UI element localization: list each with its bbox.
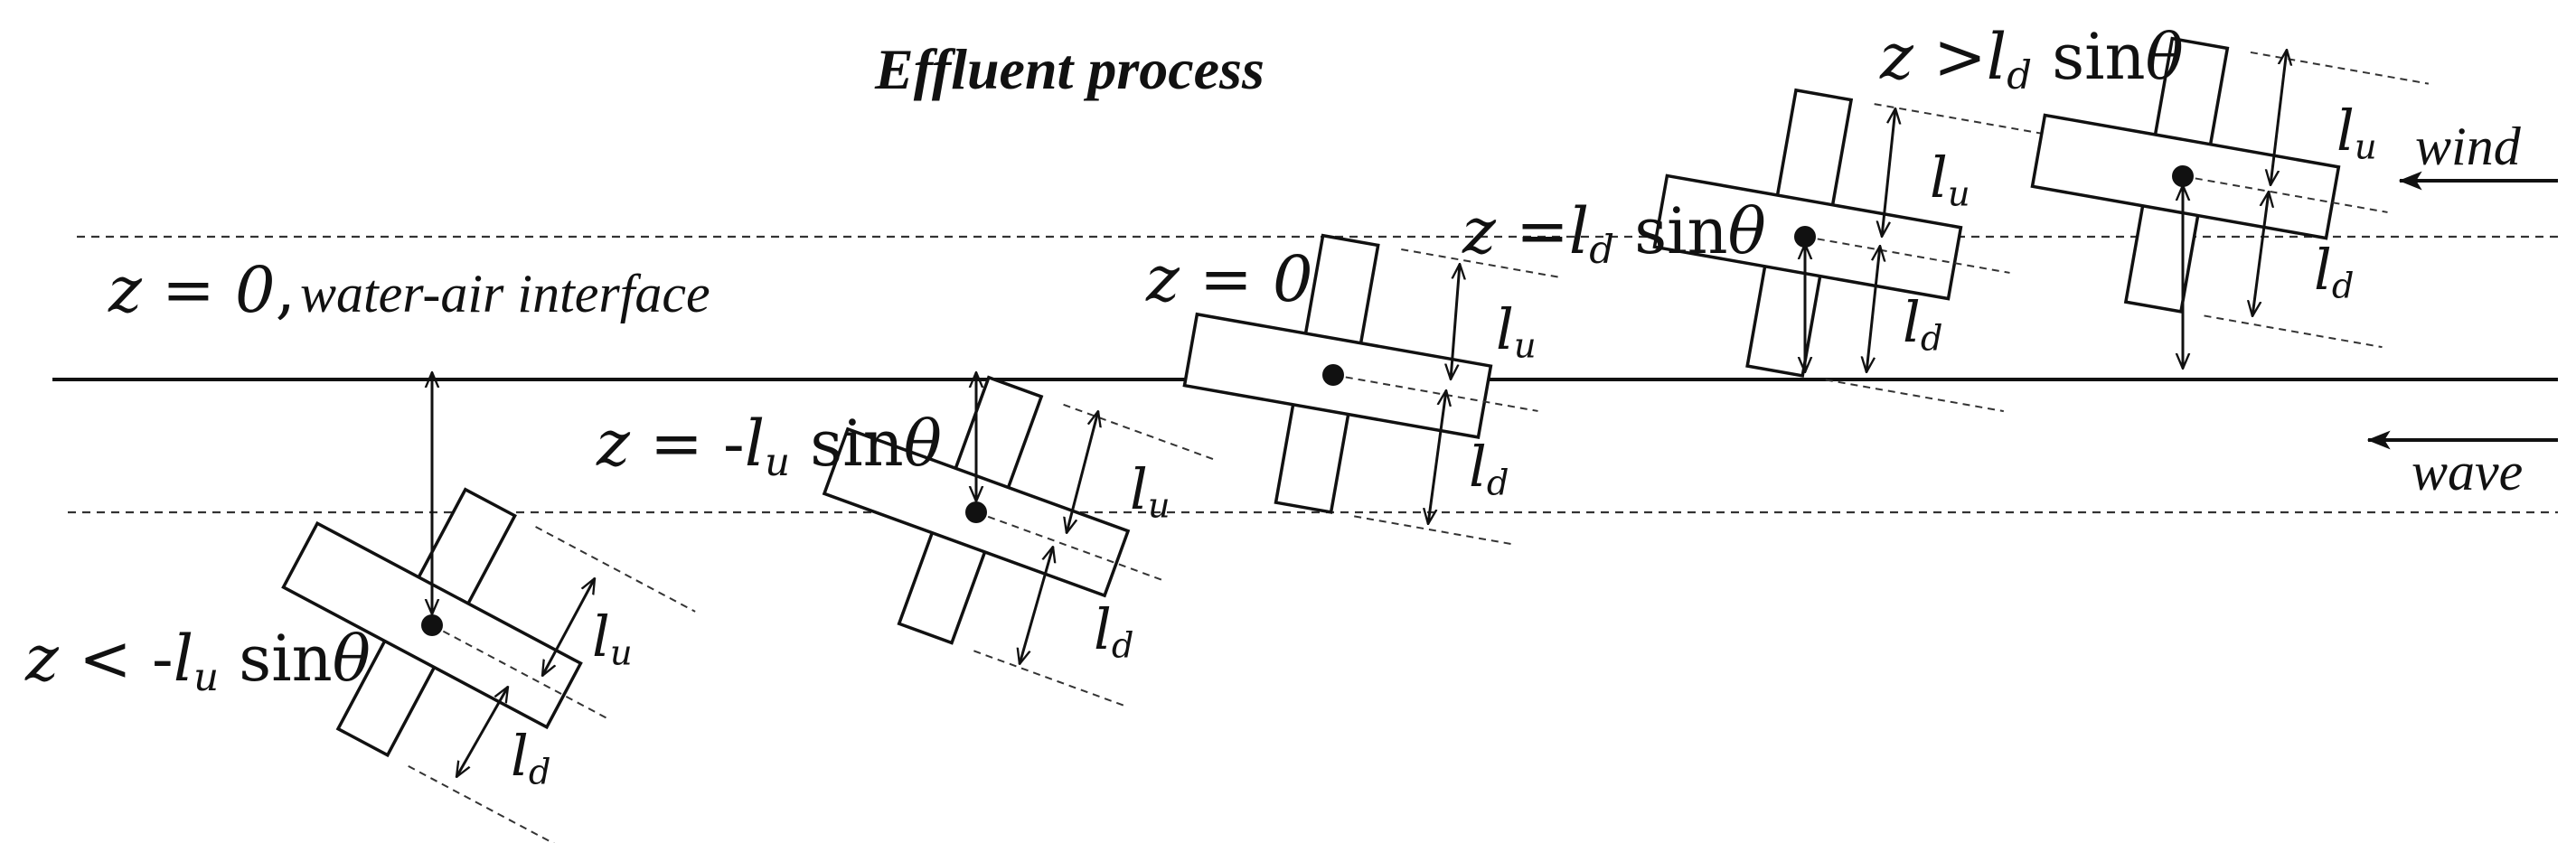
interface-text: water-air interface xyxy=(299,264,710,323)
ld-arrow xyxy=(456,687,508,777)
wind-label: wind xyxy=(2415,117,2521,176)
lu-symbol-touching-top: lu xyxy=(1930,145,1970,215)
condition-touching-bottom: z = -lu sinθ xyxy=(597,407,942,485)
interface-equation: z = 0 xyxy=(108,253,276,327)
lu-symbol-touching-bottom: lu xyxy=(1130,456,1170,527)
lu-symbol-below: lu xyxy=(592,604,633,674)
condition-at-surface: z = 0 xyxy=(1146,242,1313,316)
particle-touching-top xyxy=(1652,88,2053,413)
ld-symbol-touching-top: ld xyxy=(1903,289,1943,360)
condition-above: z >ld sinθ xyxy=(1880,20,2184,98)
lu-symbol-at-surface: lu xyxy=(1496,296,1537,367)
condition-touching-top: z =ld sinθ xyxy=(1462,194,1766,273)
ld-symbol-below: ld xyxy=(511,723,551,793)
ld-symbol-at-surface: ld xyxy=(1469,434,1509,504)
interface-comma: , xyxy=(275,253,296,327)
ld-symbol-above: ld xyxy=(2314,237,2355,307)
interface-label: z = 0, water-air interface xyxy=(108,253,710,327)
lu-arrow xyxy=(542,578,595,676)
condition-below: z < -lu sinθ xyxy=(25,622,371,700)
particle-below xyxy=(281,372,696,843)
particle-at-surface xyxy=(1182,233,1562,546)
ld-symbol-touching-bottom: ld xyxy=(1094,596,1134,667)
particle-touching-bottom xyxy=(822,338,1217,707)
wave-label: wave xyxy=(2411,442,2524,501)
lu-symbol-above: lu xyxy=(2336,98,2377,168)
diagram-title: Effluent process xyxy=(875,37,1264,101)
particle-centroid xyxy=(421,614,443,636)
particle-above xyxy=(2030,36,2430,369)
